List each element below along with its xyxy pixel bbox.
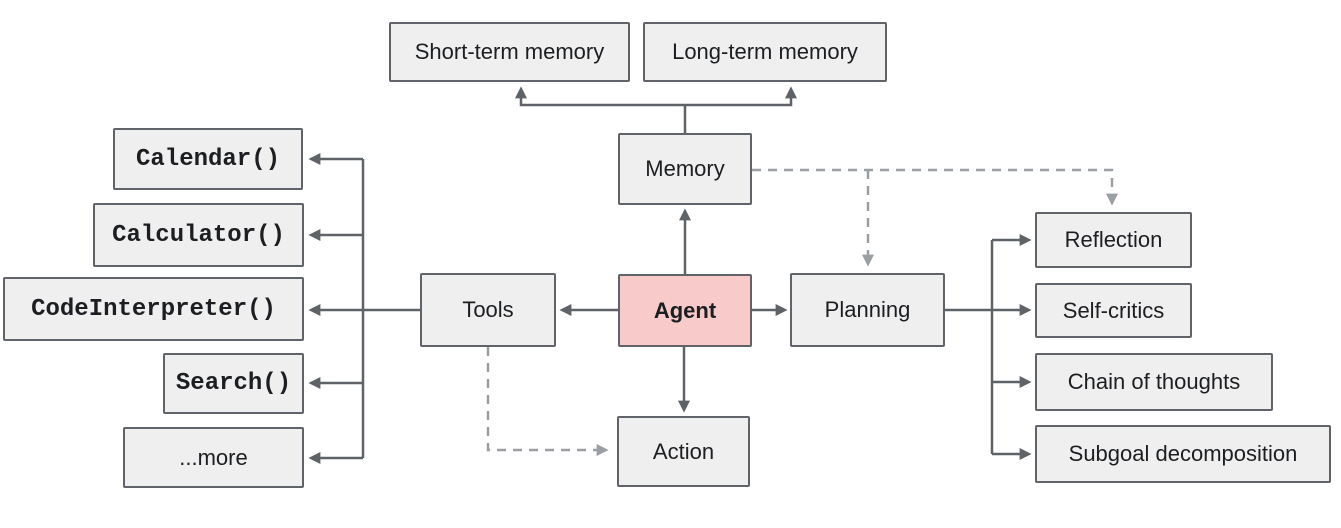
node-calendar-tool: Calendar() (113, 128, 303, 190)
node-memory: Memory (618, 133, 752, 205)
node-reflection: Reflection (1035, 212, 1192, 268)
edge-tools-action-dashed (486, 347, 609, 456)
node-search-tool: Search() (163, 353, 304, 414)
node-short-term-memory: Short-term memory (389, 22, 630, 82)
node-long-term-memory: Long-term memory (643, 22, 887, 82)
node-code-interpreter-tool: CodeInterpreter() (3, 277, 304, 341)
node-planning: Planning (790, 273, 945, 347)
node-calculator-tool: Calculator() (93, 203, 304, 267)
node-subgoal-decomposition: Subgoal decomposition (1035, 425, 1331, 483)
edge-memory-reflection-dashed (752, 168, 1118, 206)
node-self-critics: Self-critics (1035, 283, 1192, 338)
edge-memory-long-term (685, 86, 797, 107)
node-agent: Agent (618, 274, 752, 347)
node-action: Action (617, 416, 750, 487)
node-chain-of-thoughts: Chain of thoughts (1035, 353, 1273, 411)
node-more-tools: ...more (123, 427, 304, 488)
node-tools: Tools (420, 273, 556, 347)
edge-memory-short-term (515, 86, 685, 107)
